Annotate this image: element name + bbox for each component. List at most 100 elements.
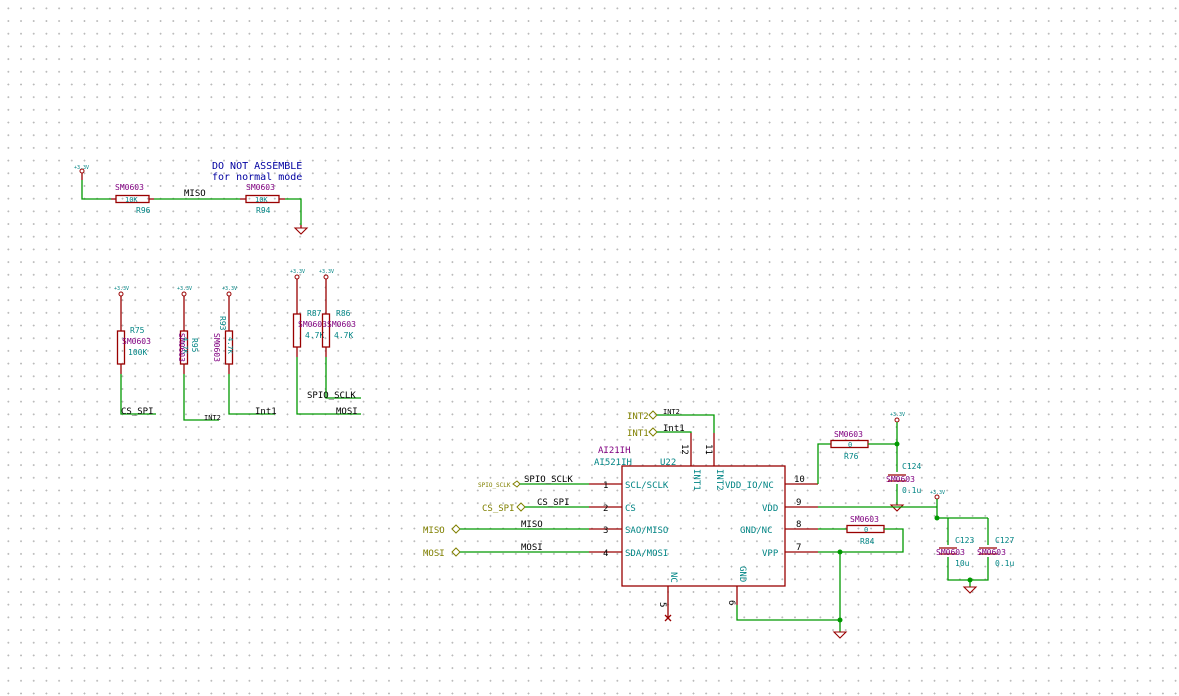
- resistor-r93[interactable]: SM0603 4.7K R93: [212, 296, 234, 374]
- r93-footprint: SM0603: [212, 333, 221, 362]
- wire-r94-gnd: [285, 198, 302, 225]
- r84-value: 0: [864, 526, 868, 534]
- net-label-cs-spi: CS_SPI: [121, 407, 154, 417]
- svg-text:6: 6: [726, 600, 736, 605]
- net-label-spio-sclk: SPIO_SCLK: [307, 391, 356, 401]
- note-normal-mode: for normal mode: [212, 172, 302, 183]
- wire-int2-pullup: [183, 374, 219, 421]
- r76-ref: R76: [844, 452, 859, 461]
- u22-pin-gnd-nc: GND/NC: [740, 526, 773, 536]
- wire-cs-spi-pullup: [120, 374, 156, 415]
- ic-u22[interactable]: AI21IH AI521IH U22 1 2 3 4 SCL/SCLK CS S…: [589, 433, 818, 618]
- svg-text:9: 9: [796, 498, 801, 508]
- svg-text:4: 4: [603, 549, 608, 559]
- u22-pin-sda: SDA/MOSI: [625, 549, 668, 559]
- svg-text:INT1: INT1: [627, 429, 649, 439]
- r93-value: 4.7K: [226, 337, 234, 355]
- wire-int2: [657, 414, 715, 433]
- r94-footprint: SM0603: [246, 183, 275, 192]
- resistor-r94[interactable]: SM0603 10K R94: [240, 183, 285, 215]
- resistor-r76[interactable]: SM0603 0 R76: [830, 430, 869, 461]
- power-flag-r76: +3.3V: [890, 412, 905, 423]
- u22-pin-cs: CS: [625, 504, 636, 514]
- power-flag-vdd: +3.3V: [930, 490, 945, 500]
- note-do-not-assemble: DO NOT ASSEMBLE: [212, 161, 302, 172]
- svg-text:CS_SPI: CS_SPI: [482, 504, 515, 514]
- r95-footprint: SM0603: [177, 333, 186, 362]
- svg-text:11: 11: [703, 444, 713, 455]
- r94-ref: R94: [256, 206, 271, 215]
- ground-symbol-main: [832, 631, 848, 639]
- power-flag-r95: +3.3V: [177, 286, 192, 297]
- svg-text:+3.3V: +3.3V: [74, 165, 89, 171]
- wire-vddio-r76: [817, 443, 831, 484]
- ground-symbol-r94: [293, 225, 309, 235]
- svg-text:SPIO_SCLK: SPIO_SCLK: [478, 482, 511, 489]
- wire-label-int1: Int1: [663, 424, 685, 434]
- svg-text:+3.3V: +3.3V: [114, 286, 129, 292]
- r75-value: 100K: [128, 348, 147, 357]
- net-label-miso-top: MISO: [184, 189, 206, 199]
- ground-symbol-caps: [962, 586, 978, 594]
- c127-ref: C127: [995, 536, 1014, 545]
- resistor-r84[interactable]: SM0603 0 R84: [846, 515, 885, 546]
- resistor-r87[interactable]: R87 SM0603 4.7K: [292, 279, 328, 357]
- wire-int1: [657, 431, 692, 433]
- u22-part1: AI21IH: [598, 446, 631, 456]
- resistor-r96[interactable]: SM0603 10K R96: [111, 183, 154, 215]
- svg-text:3: 3: [603, 526, 608, 536]
- wire-mosi-pullup: [296, 357, 361, 415]
- hier-label-spio-sclk[interactable]: SPIO_SCLK: [478, 480, 521, 489]
- svg-text:+3.3V: +3.3V: [290, 269, 305, 275]
- wire-label-mosi: MOSI: [521, 543, 543, 553]
- svg-text:1: 1: [603, 481, 608, 491]
- u22-pin-vddio: VDD_IO/NC: [725, 481, 774, 491]
- c127-footprint: SM0603: [977, 548, 1006, 557]
- capacitor-c127[interactable]: C127 SM0603 0.1u: [977, 536, 1014, 568]
- u22-pin-vdd: VDD: [762, 504, 778, 514]
- power-flag-r75: +3.3V: [114, 286, 129, 297]
- net-label-int1: Int1: [255, 407, 277, 417]
- hier-label-mosi[interactable]: MOSI: [423, 547, 461, 559]
- resistor-r86[interactable]: R86 SM0603 4.7K: [321, 279, 357, 357]
- svg-text:MISO: MISO: [423, 526, 445, 536]
- c123-footprint: SM0603: [936, 548, 965, 557]
- r86-footprint: SM0603: [327, 320, 356, 329]
- svg-text:12: 12: [679, 444, 689, 455]
- svg-text:8: 8: [796, 520, 801, 530]
- net-label-int2: INT2: [204, 414, 221, 422]
- r96-footprint: SM0603: [115, 183, 144, 192]
- r95-value: 4.7K: [181, 337, 189, 355]
- c124-value: 0.1u: [902, 486, 921, 495]
- ground-symbol-c124: [889, 504, 905, 512]
- r87-ref: R87: [307, 309, 322, 318]
- r87-value: 4.7K: [305, 331, 324, 340]
- u22-pin-int2: INT2: [714, 469, 724, 491]
- hier-label-miso[interactable]: MISO: [423, 524, 461, 536]
- u22-part2: AI521IH: [594, 458, 632, 468]
- u22-ref: U22: [660, 458, 676, 468]
- power-flag-r87: +3.3V: [290, 269, 305, 280]
- svg-text:MOSI: MOSI: [423, 549, 445, 559]
- r86-value: 4.7K: [334, 331, 353, 340]
- r94-value: 10K: [255, 196, 268, 204]
- hier-label-cs-spi[interactable]: CS_SPI: [482, 502, 526, 514]
- r96-value: 10K: [125, 196, 138, 204]
- u22-pin-sao: SAO/MISO: [625, 526, 668, 536]
- u22-pin-nc: NC: [668, 572, 678, 583]
- wire-gnd-pin6: [736, 605, 840, 621]
- capacitor-c124[interactable]: C124 SM0603 0.1u: [886, 462, 921, 495]
- capacitor-c123[interactable]: C123 SM0603 10u: [936, 536, 974, 568]
- u22-pin-scl: SCL/SCLK: [625, 481, 669, 491]
- u22-pin-gnd: GND: [737, 566, 747, 582]
- resistor-r75[interactable]: R75 SM0603 100K: [116, 296, 152, 374]
- wire-label-miso: MISO: [521, 520, 543, 530]
- wire-label-int2: INT2: [663, 408, 680, 416]
- wire-r84-vpp: [818, 528, 904, 553]
- junction-gnd: [837, 617, 843, 623]
- r76-value: 0: [848, 441, 852, 449]
- resistor-r95[interactable]: SM0603 4.7K R95: [177, 296, 199, 374]
- hier-label-int2[interactable]: INT2: [627, 410, 658, 422]
- svg-text:+3.3V: +3.3V: [222, 286, 237, 292]
- hier-label-int1[interactable]: INT1: [627, 427, 658, 439]
